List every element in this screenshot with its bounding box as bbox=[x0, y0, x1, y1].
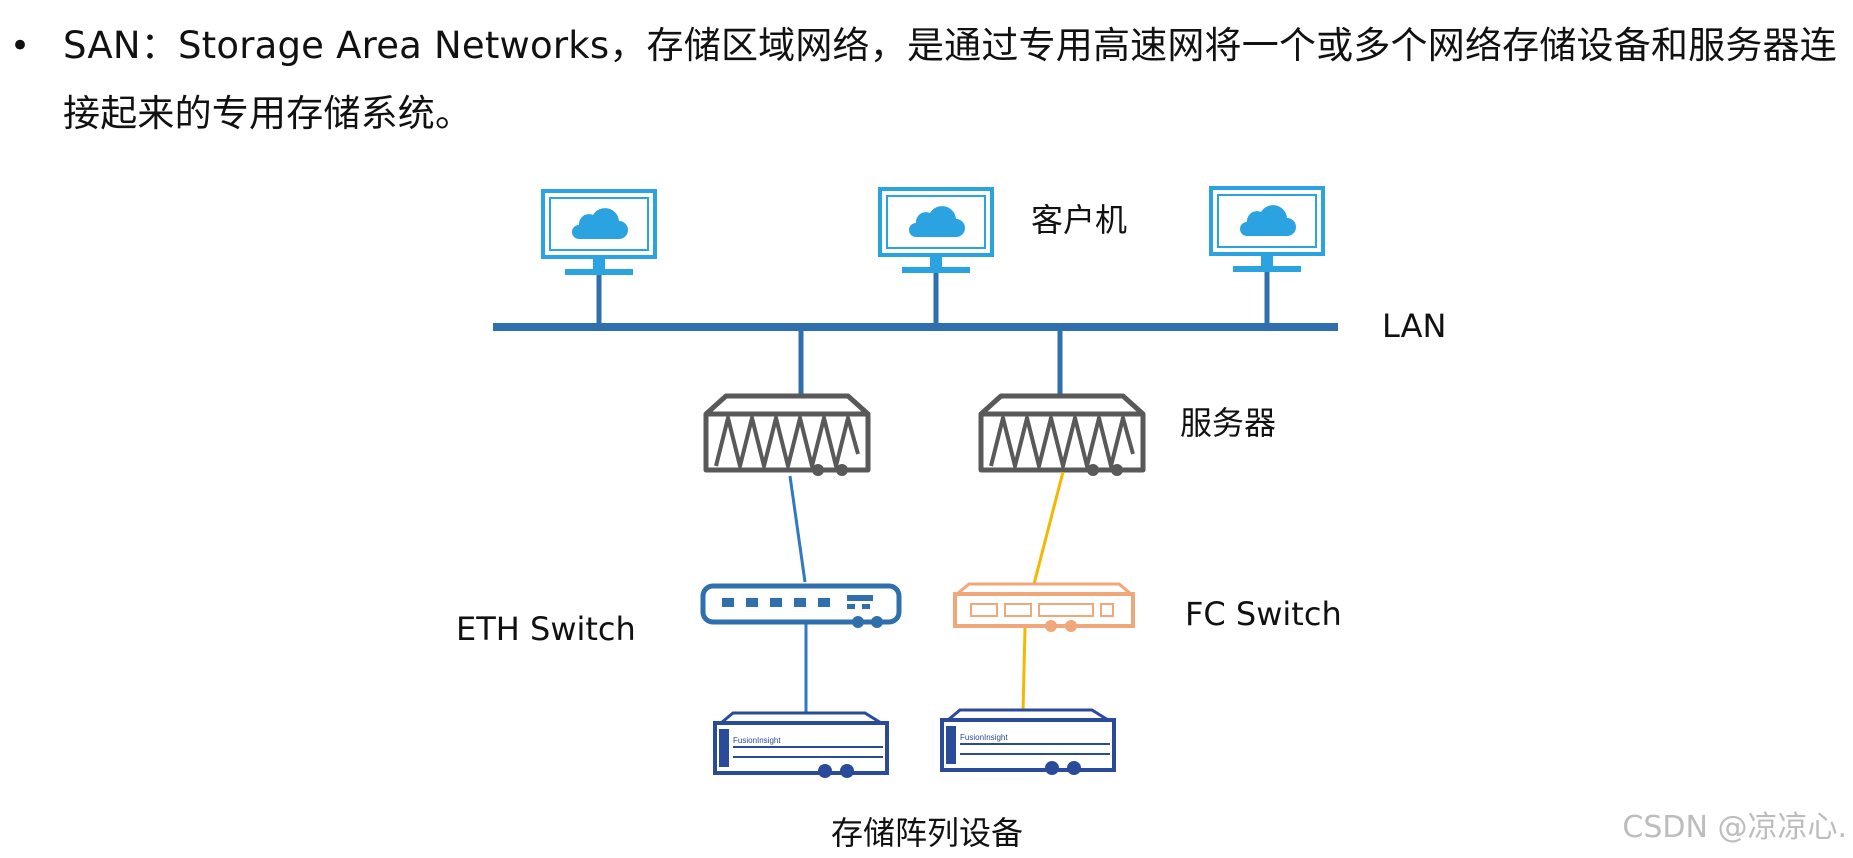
storage-array-1: FusionInsight bbox=[713, 711, 889, 780]
server-1 bbox=[706, 396, 868, 476]
monitor-icon bbox=[1209, 186, 1325, 274]
storage-brand-label: FusionInsight bbox=[960, 733, 1008, 742]
bullet-marker: • bbox=[10, 26, 31, 66]
watermark: CSDN @凉凉心. bbox=[1622, 810, 1847, 845]
server-icon bbox=[981, 396, 1143, 476]
eth-link-server bbox=[788, 475, 807, 583]
eth-switch bbox=[700, 583, 902, 628]
storage-array-icon bbox=[940, 708, 1116, 777]
client-monitor-3 bbox=[1209, 186, 1325, 274]
fc-link-server bbox=[1032, 471, 1065, 585]
intro-text: SAN：Storage Area Networks，存储区域网络，是通过专用高速… bbox=[63, 24, 1837, 135]
client-monitor-2 bbox=[878, 187, 994, 275]
monitor-icon bbox=[541, 189, 657, 277]
fc-switch bbox=[952, 582, 1136, 632]
eth-switch-label: ETH Switch bbox=[456, 610, 636, 648]
client-monitor-1 bbox=[541, 189, 657, 277]
monitor-icon bbox=[878, 187, 994, 275]
storage-brand-label: FusionInsight bbox=[733, 736, 781, 745]
server-label: 服务器 bbox=[1180, 404, 1277, 442]
server-icon bbox=[706, 396, 868, 476]
lan-label: LAN bbox=[1382, 307, 1447, 345]
server-2 bbox=[981, 396, 1143, 476]
storage-array-icon bbox=[713, 711, 889, 780]
fc-link-storage bbox=[1021, 627, 1027, 713]
storage-label: 存储阵列设备 bbox=[831, 814, 1024, 852]
storage-array-2: FusionInsight bbox=[940, 708, 1116, 777]
fc-switch-label: FC Switch bbox=[1185, 595, 1342, 633]
client-label: 客户机 bbox=[1031, 201, 1128, 239]
